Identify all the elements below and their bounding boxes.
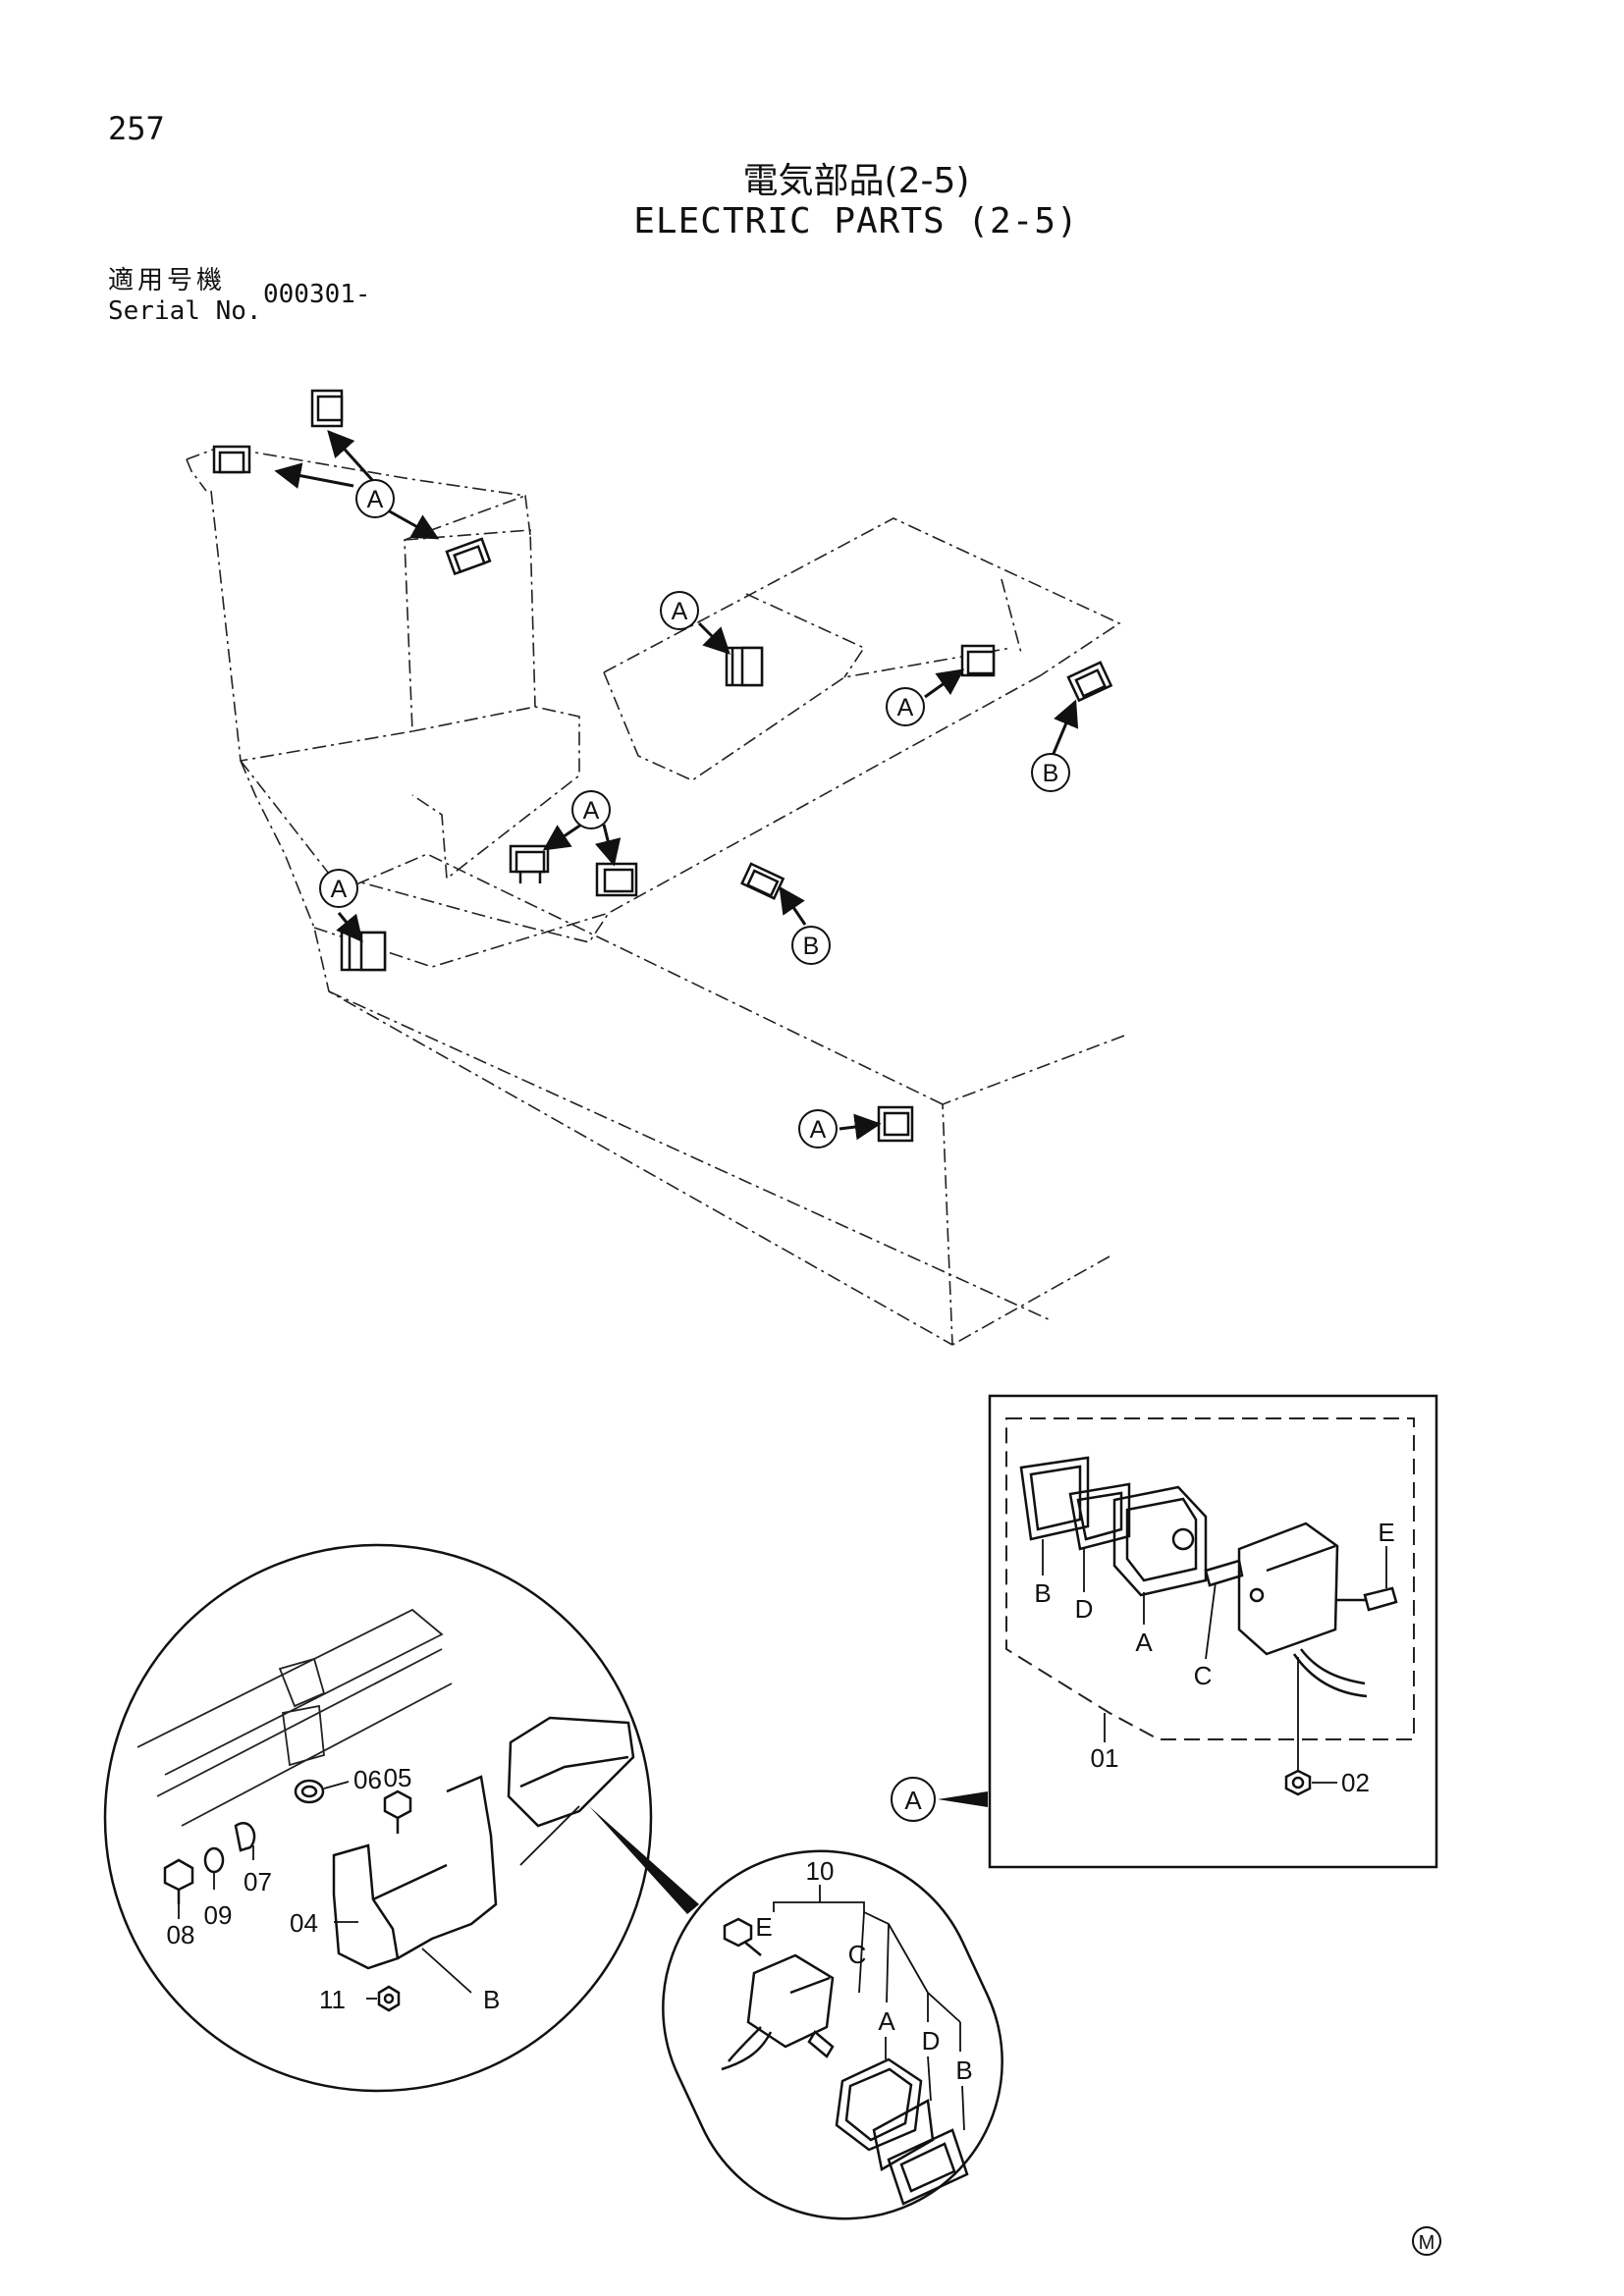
svg-text:A: A (897, 694, 914, 721)
lamp-label-c: C (848, 1940, 867, 1969)
page-title-en: ELECTRIC PARTS (2-5) (633, 201, 1079, 241)
callout-a-5: A (319, 869, 358, 908)
lamp-label-b: B (955, 2056, 972, 2085)
detail-b-circle: 06 05 07 09 08 04 11 B (103, 1543, 699, 2093)
page-title-jp: 電気部品(2-5) (742, 161, 970, 201)
footer-mark: M (1412, 2226, 1441, 2256)
page-number: 257 (108, 110, 165, 147)
part-01-label: 01 (1091, 1743, 1119, 1773)
lamp-label-d: D (922, 2026, 941, 2056)
detail-b-callout: B (483, 1985, 500, 2014)
callout-b-2: B (791, 926, 831, 965)
serial-label-jp: 適用号機 (108, 266, 227, 295)
detail-a-pointer-label: A (904, 1786, 922, 1815)
part-05-label: 05 (384, 1763, 412, 1792)
part-09-label: 09 (204, 1900, 233, 1930)
svg-text:A: A (331, 876, 348, 903)
detail-lamp-assembly: 10 E C A D B (662, 1849, 1003, 2220)
detail-a-label-d: D (1075, 1594, 1094, 1624)
lamp-label-a: A (878, 2006, 895, 2036)
serial-number-value: 000301- (263, 280, 371, 309)
callout-b-1: B (1031, 753, 1070, 792)
callout-a-4: A (571, 790, 611, 829)
detail-a-label-a: A (1135, 1628, 1153, 1657)
callout-a-3: A (886, 687, 925, 726)
part-04-label: 04 (290, 1908, 318, 1938)
callout-a-1: A (355, 479, 395, 518)
part-10-label: 10 (806, 1856, 835, 1886)
detail-a-label-c: C (1194, 1661, 1213, 1690)
callout-a-6: A (798, 1109, 838, 1148)
svg-text:B: B (1043, 760, 1059, 787)
part-06-label: 06 (353, 1765, 382, 1794)
part-11-label: 11 (319, 1985, 346, 2014)
part-08-label: 08 (167, 1920, 195, 1949)
svg-text:A: A (583, 797, 600, 825)
detail-a-label-b: B (1034, 1578, 1051, 1608)
callout-bubbles-overview: A A A B A A B A (319, 479, 1070, 1148)
svg-text:A: A (810, 1116, 827, 1144)
svg-text:B: B (803, 933, 820, 960)
svg-text:A: A (672, 598, 688, 625)
svg-text:A: A (367, 486, 384, 513)
part-07-label: 07 (244, 1867, 272, 1896)
serial-label-en: Serial No. (108, 296, 262, 326)
svg-text:M: M (1419, 2232, 1435, 2254)
part-02-label: 02 (1341, 1768, 1370, 1797)
callout-leaders-overview (274, 429, 1079, 1141)
detail-a-box: B D A C E 01 02 A (891, 1394, 1438, 1869)
lamp-label-e: E (755, 1912, 772, 1942)
lamp-units-overview (212, 389, 1113, 1143)
callout-a-2: A (660, 591, 699, 630)
detail-a-label-e: E (1378, 1518, 1394, 1547)
